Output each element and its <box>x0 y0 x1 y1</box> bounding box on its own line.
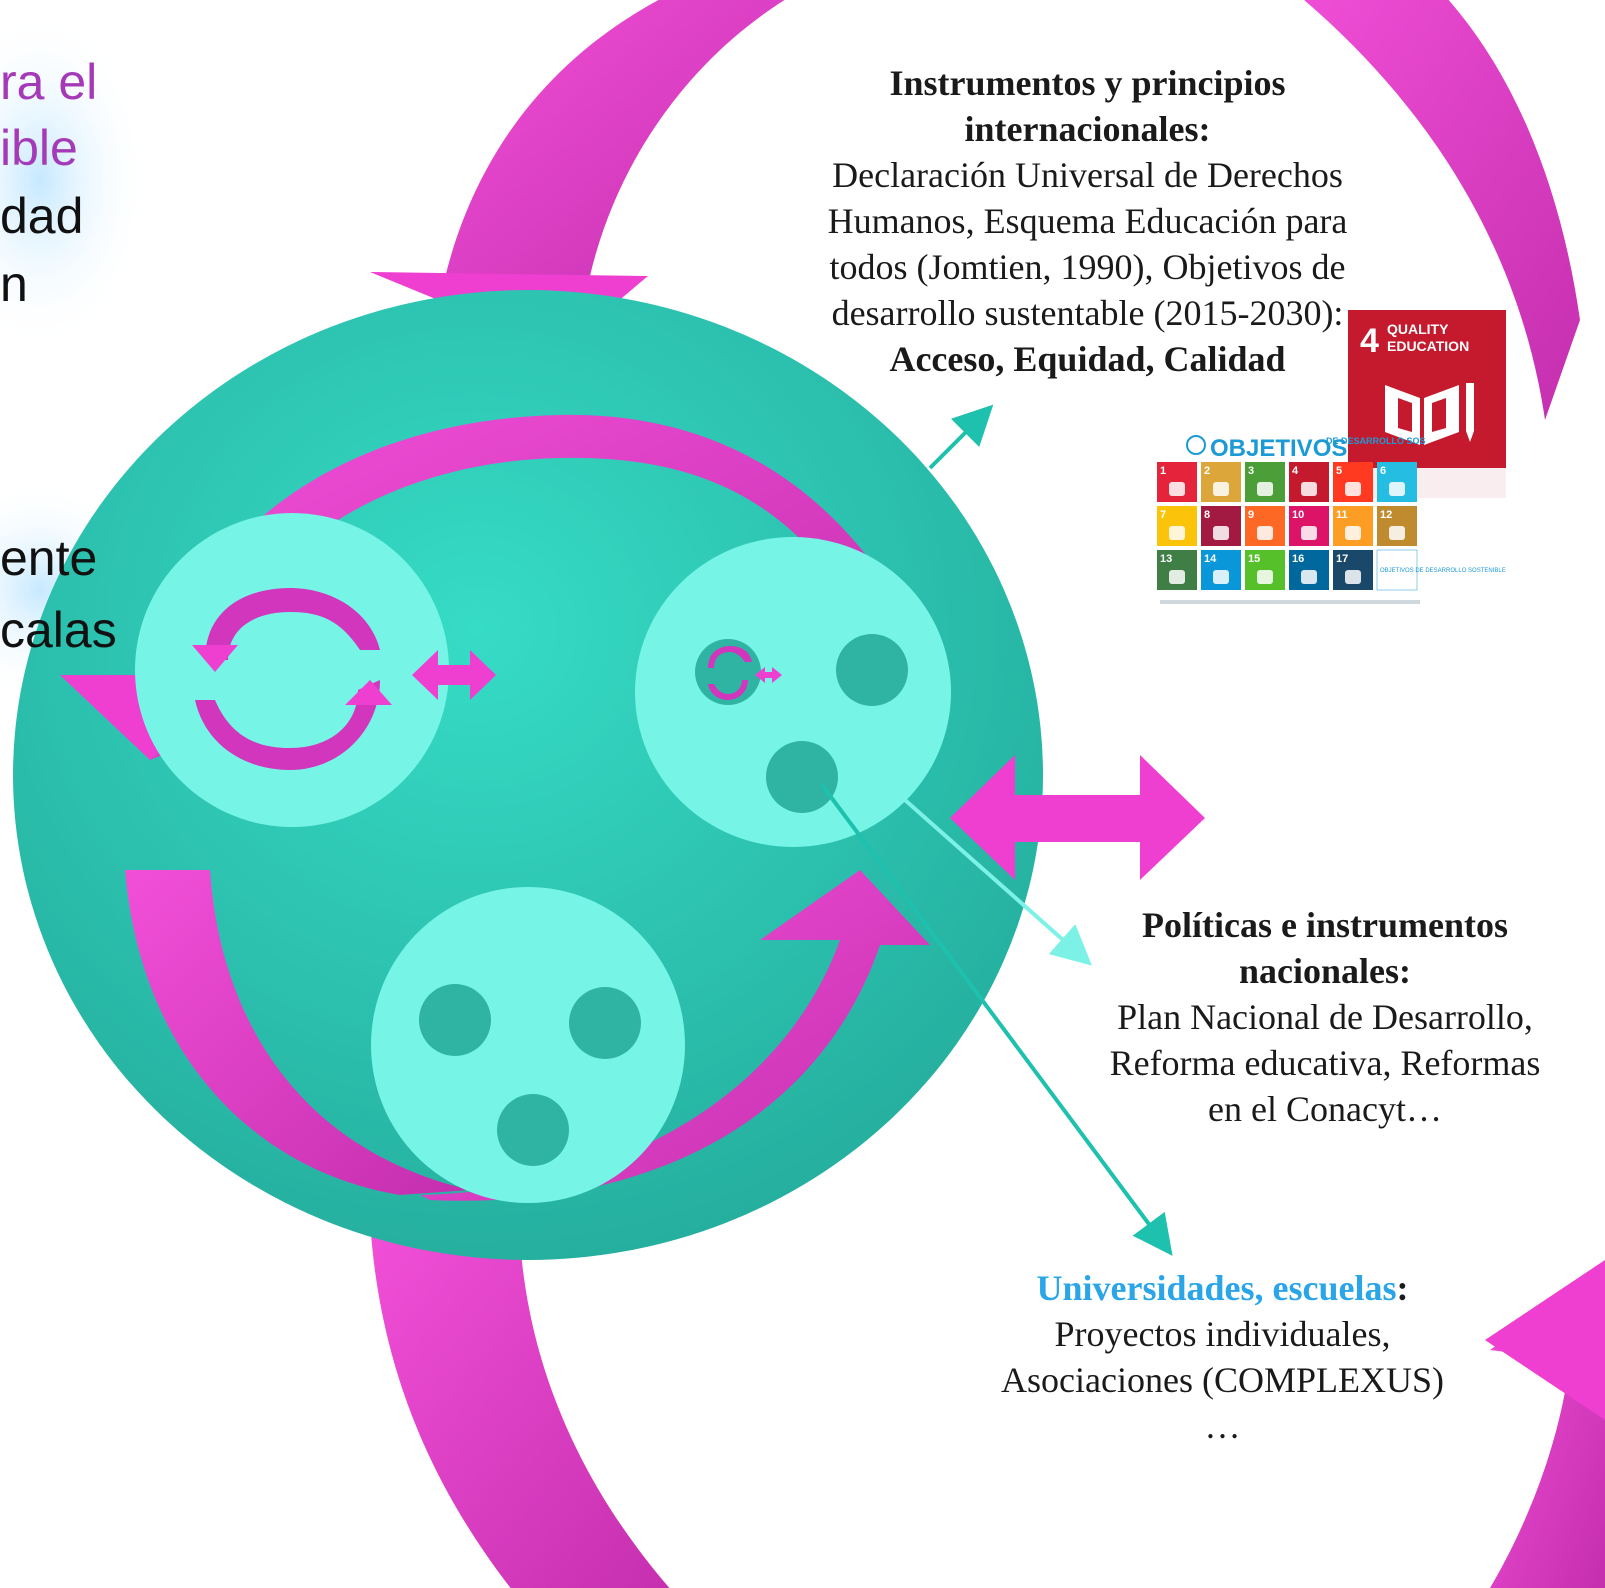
universities-heading: Universidades, escuelas <box>1036 1268 1397 1308</box>
sdg-tile-icon <box>1213 570 1229 584</box>
connector-to-national <box>903 798 1092 966</box>
connector-to-international <box>928 404 994 470</box>
group-node-3 <box>766 741 838 813</box>
universities-body-line2: Asociaciones (COMPLEXUS) <box>1001 1360 1444 1400</box>
sdg-tile-number: 8 <box>1204 509 1210 521</box>
international-body-line4: desarrollo sustentable (2015-2030): <box>831 293 1344 333</box>
sdg-tile-number: 14 <box>1204 553 1217 565</box>
svg-text:EDUCATION: EDUCATION <box>1387 338 1469 354</box>
circle-community <box>371 887 685 1203</box>
community-node-2 <box>569 987 641 1059</box>
sdg-tile-number: 9 <box>1248 509 1254 521</box>
svg-text:4: 4 <box>1360 322 1379 360</box>
sdg-tile-icon <box>1345 570 1361 584</box>
left-fragment-5: ente <box>0 530 98 586</box>
sdg-tile-number: 4 <box>1292 465 1299 477</box>
sdg-tile-icon <box>1213 482 1229 496</box>
sdg-tile-icon <box>1389 526 1405 540</box>
sdg-tile-icon <box>1301 526 1317 540</box>
sdg-tile-icon <box>1169 570 1185 584</box>
sdg-tile-number: 17 <box>1336 553 1348 565</box>
international-body-line1: Declaración Universal de Derechos <box>832 155 1343 195</box>
left-fragment-1: ra el <box>0 54 98 110</box>
sdg-tile-icon <box>1257 570 1273 584</box>
international-body-line2: Humanos, Esquema Educación para <box>827 201 1348 241</box>
sdg-tile-number: 16 <box>1292 553 1304 565</box>
left-fragment-2: ible <box>0 120 78 176</box>
sdg-tile-icon <box>1301 570 1317 584</box>
sdg-tile-icon <box>1257 482 1273 496</box>
community-node-3 <box>497 1094 569 1166</box>
sdg-tile-number: 3 <box>1248 465 1254 477</box>
national-heading-line1: Políticas e instrumentos <box>1142 905 1508 945</box>
sdg-tile-icon <box>1169 482 1185 496</box>
svg-text:OBJETIVOS DE DESARROLLO SOSTEN: OBJETIVOS DE DESARROLLO SOSTENIBLE <box>1380 568 1506 574</box>
circle-group <box>635 537 951 847</box>
outer-ring-bottom-arrowhead <box>1485 1260 1605 1420</box>
sdg-tile-number: 13 <box>1160 553 1172 565</box>
international-heading-line1: Instrumentos y principios <box>889 63 1286 103</box>
sdg-tile-number: 12 <box>1380 509 1392 521</box>
universities-block: Universidades, escuelas: Proyectos indiv… <box>960 1265 1485 1449</box>
community-node-1 <box>419 984 491 1056</box>
sdg-tile-number: 11 <box>1336 509 1348 521</box>
international-heading-line2: internacionales: <box>964 109 1211 149</box>
svg-text:DE DESARROLLO SOS: DE DESARROLLO SOS <box>1326 436 1426 446</box>
svg-text:OBJETIVOS: OBJETIVOS <box>1210 435 1347 462</box>
international-body-line3: todos (Jomtien, 1990), Objetivos de <box>829 247 1346 287</box>
international-emphasis: Acceso, Equidad, Calidad <box>889 339 1286 379</box>
sdg-tile-number: 15 <box>1248 553 1260 565</box>
sdg-tile-number: 1 <box>1160 465 1166 477</box>
sdg-tile-icon <box>1257 526 1273 540</box>
un-emblem-icon <box>1186 435 1206 455</box>
sdg-tile-icon <box>1389 482 1405 496</box>
sdg-tile-number: 6 <box>1380 465 1386 477</box>
sdg-tile-icon <box>1301 482 1317 496</box>
left-fragment-4: n <box>0 256 28 312</box>
universities-body-line1: Proyectos individuales, <box>1054 1314 1391 1354</box>
group-node-2 <box>836 634 908 706</box>
connector-to-universities <box>820 783 1173 1256</box>
sdg-tile-icon <box>1345 526 1361 540</box>
svg-text:QUALITY: QUALITY <box>1387 321 1449 337</box>
left-fragment-3: dad <box>0 188 84 244</box>
national-body-line3: en el Conacyt… <box>1208 1089 1442 1129</box>
sdg-tile-number: 2 <box>1204 465 1210 477</box>
double-arrow-large <box>950 755 1205 880</box>
pencil-icon <box>1466 383 1474 442</box>
sdg4-badge: 4 QUALITY EDUCATION <box>1348 310 1506 498</box>
national-policies-block: Políticas e instrumentos nacionales: Pla… <box>1085 902 1565 1132</box>
sdg-tile-icon <box>1169 526 1185 540</box>
universities-colon: : <box>1396 1268 1409 1308</box>
sdg-tile-number: 5 <box>1336 465 1342 477</box>
sdg-tile-icon <box>1345 482 1361 496</box>
universities-ellipsis: … <box>1204 1406 1241 1446</box>
international-instruments-block: Instrumentos y principios internacionale… <box>790 60 1385 382</box>
cycle-icon <box>205 588 380 660</box>
national-body-line1: Plan Nacional de Desarrollo, <box>1117 997 1533 1037</box>
open-book-icon <box>1385 385 1459 445</box>
national-heading-line2: nacionales: <box>1238 951 1411 991</box>
national-body-line2: Reforma educativa, Reformas <box>1109 1043 1541 1083</box>
sdg-tile-icon <box>1213 526 1229 540</box>
sdg-tile <box>1376 549 1418 591</box>
left-fragment-6: calas <box>0 602 117 658</box>
universities-heading-row: Universidades, escuelas: <box>960 1265 1485 1311</box>
sdg-tile-number: 7 <box>1160 509 1166 521</box>
circle-individual <box>135 513 449 827</box>
sdg-tile-number: 10 <box>1292 509 1304 521</box>
double-arrow-small <box>412 650 496 700</box>
